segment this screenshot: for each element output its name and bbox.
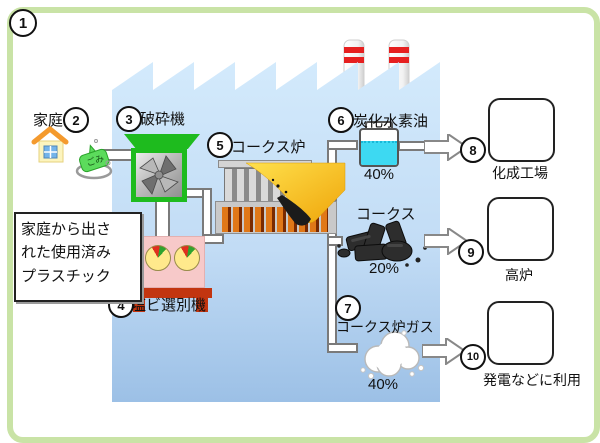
house-icon	[31, 126, 69, 163]
coke-percentage: 20%	[368, 260, 400, 277]
crusher-funnel	[124, 134, 200, 149]
step9-badge: 9	[458, 239, 484, 265]
gas-cloud-icon	[360, 330, 425, 380]
step1-badge: 1	[9, 9, 37, 37]
oil-label: 炭化水素油	[353, 113, 429, 130]
step6-number: 6	[337, 112, 345, 128]
pipe-branch-gas	[327, 343, 358, 353]
oil-liquid	[361, 141, 397, 165]
crusher-blade-icon	[139, 155, 179, 195]
step3-number: 3	[125, 111, 133, 127]
note-box: 家庭から出さ れた使用済み プラスチック	[14, 212, 142, 302]
arrow-to-power-icon	[422, 338, 466, 365]
chemical-plant-frame	[488, 98, 555, 162]
sorter-dial-right	[174, 245, 200, 271]
step8-number: 8	[469, 142, 477, 158]
power-frame	[487, 301, 554, 365]
pipe-branch-oil	[327, 140, 358, 150]
step10-number: 10	[466, 350, 480, 363]
step6-badge: 6	[328, 107, 354, 133]
step5-number: 5	[216, 137, 224, 153]
oil-jar-icon	[359, 128, 399, 167]
step2-badge: 2	[63, 107, 89, 133]
arrow-to-chemical-plant-icon	[424, 134, 468, 161]
oven-label: コークス炉	[231, 139, 306, 156]
gas-label: コークス炉ガス	[336, 319, 434, 335]
note-line3: プラスチック	[21, 267, 111, 285]
chemical-plant-label: 化成工場	[492, 165, 548, 181]
sorter-bench	[128, 288, 212, 298]
note-line2: れた使用済み	[21, 244, 112, 262]
oil-percentage: 40%	[363, 166, 395, 183]
step2-number: 2	[72, 112, 80, 128]
power-label: 発電などに利用	[483, 372, 581, 388]
step7-number: 7	[344, 300, 352, 316]
step3-badge: 3	[116, 106, 142, 132]
sorter-label: 塩ビ選別機	[131, 297, 207, 314]
household-label: 家庭	[33, 112, 64, 129]
sorter-leg-right	[196, 298, 208, 312]
outer-green-border	[7, 7, 600, 443]
sorter-dial-left	[145, 245, 171, 271]
pvc-sorter-machine	[135, 236, 205, 288]
garbage-bag-icon: ごみ	[75, 139, 113, 180]
coke-lumps-icon	[337, 220, 427, 267]
coke-label: コークス	[356, 206, 416, 223]
step8-badge: 8	[460, 137, 486, 163]
step9-number: 9	[467, 244, 475, 260]
step5-badge: 5	[207, 132, 233, 158]
pipe-sorter-to-oven	[202, 234, 224, 244]
bag-text: ごみ	[85, 152, 106, 168]
blast-furnace-frame	[487, 197, 554, 261]
pipe-branch-coke	[327, 236, 343, 246]
note-line1: 家庭から出さ	[21, 221, 112, 238]
blast-furnace-label: 高炉	[505, 267, 533, 283]
gas-percentage: 40%	[367, 376, 399, 393]
arrow-to-blast-furnace-icon	[424, 228, 468, 255]
pipe-crusher-to-sorter	[155, 200, 170, 238]
step1-number: 1	[18, 14, 28, 32]
plastic-feed-wedge-icon	[245, 162, 346, 226]
step4-number: 4	[117, 297, 125, 313]
step10-badge: 10	[460, 344, 486, 370]
crusher-label: 破砕機	[140, 111, 186, 128]
step7-badge: 7	[335, 295, 361, 321]
